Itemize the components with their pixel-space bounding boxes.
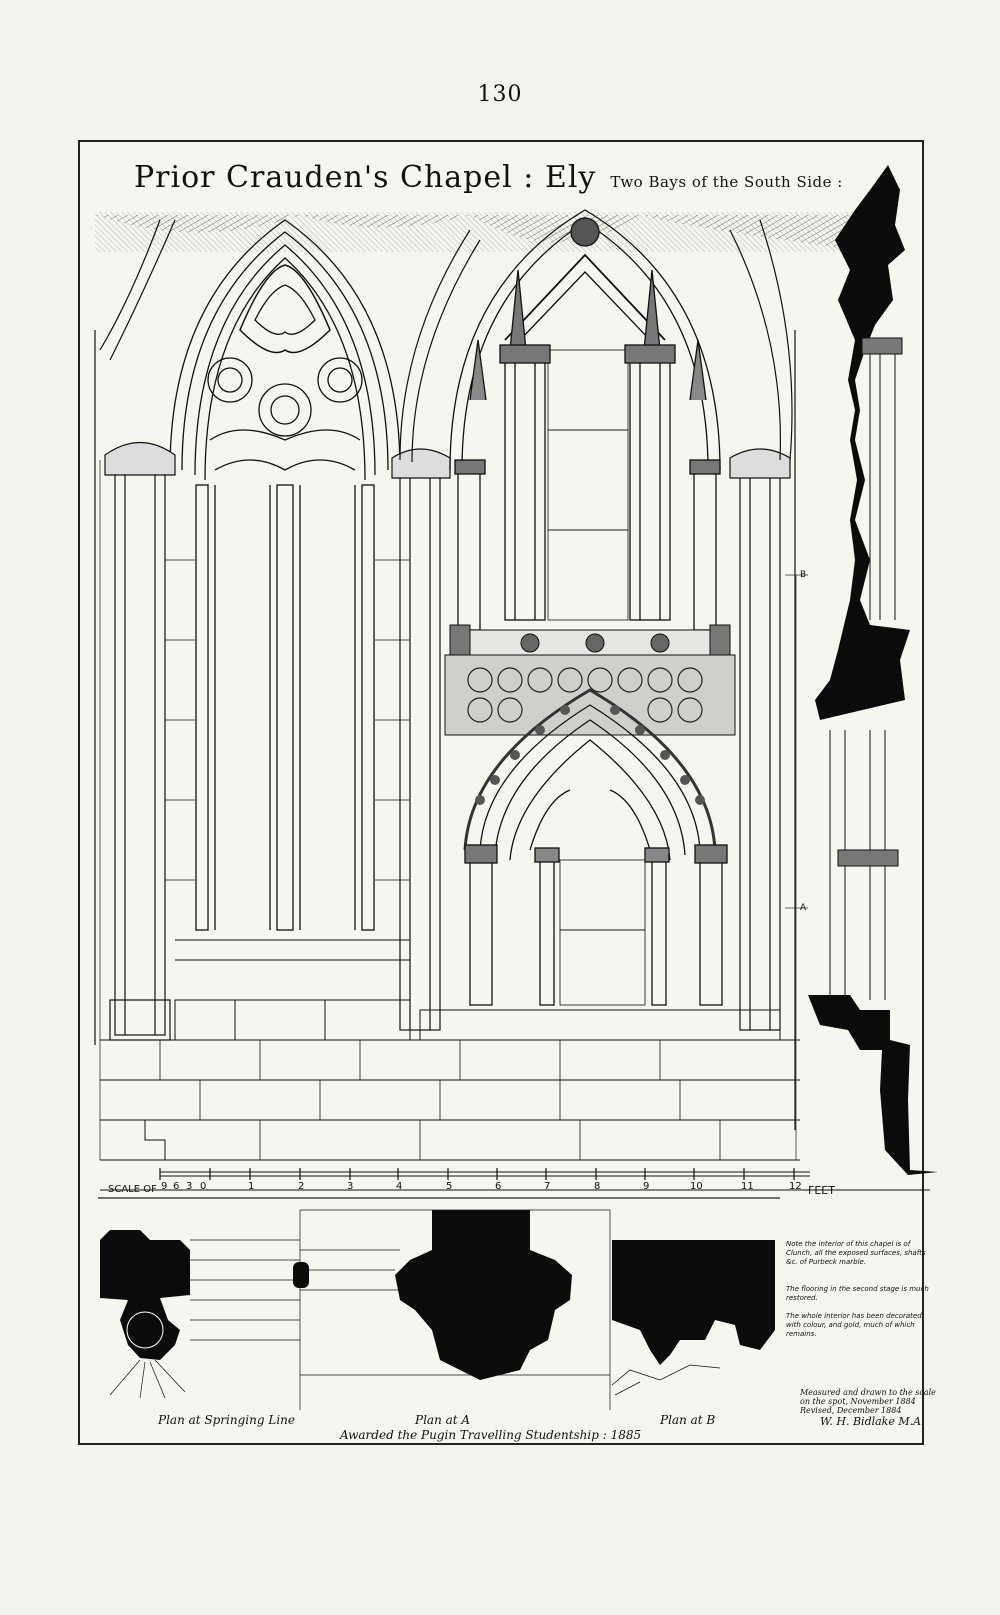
scale-unit: FEET	[808, 1184, 835, 1197]
ogee-arch-doorway	[463, 688, 728, 1006]
scale-tick: 3	[186, 1181, 193, 1192]
scale-tick: 9	[161, 1181, 168, 1192]
section-label-a: A	[800, 903, 807, 913]
left-pier	[94, 219, 410, 1045]
right-bay-canopy	[449, 209, 721, 631]
right-pier	[729, 219, 796, 1130]
vault-ceiling	[95, 212, 860, 252]
plan-at-a	[299, 1209, 611, 1410]
scale-tick: 5	[446, 1181, 453, 1192]
scale-tick: 3	[347, 1181, 354, 1192]
scale-tick: 6	[495, 1181, 502, 1192]
signature-line-1: Measured and drawn to the scale	[800, 1388, 936, 1397]
scale-bar	[100, 1168, 930, 1191]
scale-tick: 11	[741, 1181, 754, 1192]
note-decoration: The whole interior has been decorated wi…	[786, 1312, 922, 1338]
plan-caption-b: Plan at B	[660, 1413, 716, 1427]
scale-tick: 12	[789, 1181, 802, 1192]
plate-title-main: Prior Crauden's Chapel : Ely	[134, 160, 597, 195]
signature-line-3: Revised, December 1884	[800, 1406, 902, 1415]
plan-at-b	[611, 1240, 775, 1396]
scale-label: SCALE OF	[108, 1184, 157, 1195]
dimension-lines	[99, 460, 808, 1160]
scale-tick: 0	[200, 1181, 207, 1192]
signature-line-2: on the spot, November 1884	[800, 1397, 916, 1406]
scale-tick: 7	[544, 1181, 551, 1192]
scale-tick: 4	[396, 1181, 403, 1192]
left-bay-window	[169, 219, 401, 931]
scale-tick: 10	[690, 1181, 703, 1192]
plan-at-springing-line	[100, 1230, 309, 1399]
signature-name: W. H. Bidlake M.A.	[820, 1415, 925, 1428]
scale-tick: 6	[173, 1181, 180, 1192]
signature-block: Measured and drawn to the scale on the s…	[800, 1388, 936, 1428]
note-flooring: The flooring in the second stage is much…	[786, 1285, 929, 1302]
plate-title-sub: Two Bays of the South Side :	[610, 173, 843, 191]
scale-tick: 2	[298, 1181, 305, 1192]
scale-tick: 1	[248, 1181, 255, 1192]
scale-tick: 9	[643, 1181, 650, 1192]
note-material: Note the interior of this chapel is of C…	[786, 1240, 926, 1266]
section-label-b: B	[800, 570, 807, 580]
central-pier	[391, 229, 481, 1031]
plan-caption-a: Plan at A	[415, 1413, 471, 1427]
plate-title: Prior Crauden's Chapel : Ely Two Bays of…	[134, 160, 843, 195]
plan-caption-springing: Plan at Springing Line	[158, 1413, 295, 1427]
section-profile	[808, 165, 938, 1175]
award-caption: Awarded the Pugin Travelling Studentship…	[340, 1428, 642, 1442]
carved-frieze	[444, 624, 736, 736]
plinth-courses	[100, 939, 800, 1161]
scale-tick: 8	[594, 1181, 601, 1192]
page-number: 130	[477, 82, 523, 107]
